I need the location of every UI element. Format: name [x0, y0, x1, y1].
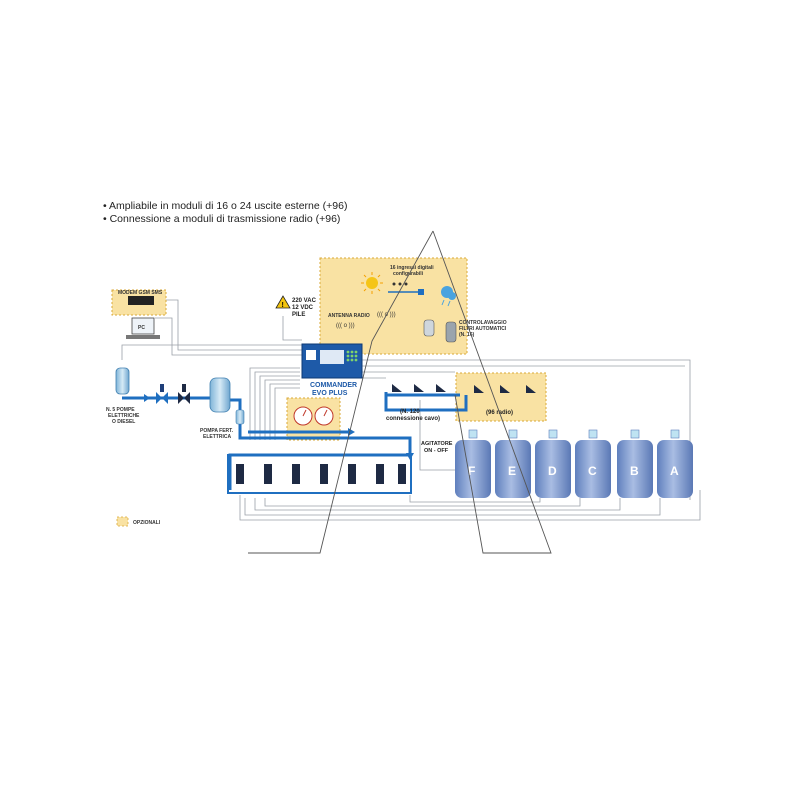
optional-modem-panel — [111, 289, 167, 316]
legend-label: OPZIONALI — [133, 520, 161, 526]
tank-b: B — [617, 429, 653, 498]
tank-label: D — [548, 464, 557, 478]
filter-tank-icon — [209, 377, 231, 413]
warning-icon: ! — [275, 295, 291, 309]
tank-e: E — [495, 429, 531, 498]
sun-icon — [361, 272, 383, 294]
fert-pump-label-2: ELETTRICA — [203, 434, 231, 440]
tank-label: C — [588, 464, 597, 478]
optional-radio-module-panel — [455, 372, 547, 422]
controller-label-2: EVO PLUS — [312, 390, 348, 397]
tank-label: A — [670, 464, 679, 478]
controller-label-1: COMMANDER — [310, 382, 357, 389]
pc-icon — [126, 317, 160, 339]
tank-c: C — [575, 429, 611, 498]
tank-a: A — [657, 429, 693, 498]
fert-pump-icon — [235, 409, 245, 425]
filter-label-2: FILTRI AUTOMATICI — [459, 326, 507, 332]
feature-list: • Ampliabile in moduli di 16 o 24 uscite… — [103, 200, 347, 226]
blue-arrows — [144, 394, 414, 460]
optional-radio-inputs-panel — [319, 257, 468, 355]
tank-d: D — [535, 429, 571, 498]
callout-lines — [248, 230, 552, 554]
valve-icon — [156, 384, 168, 404]
valve-icon — [178, 384, 190, 404]
modem-label: MODEM GSM SMS — [118, 290, 163, 296]
svg-text:!: ! — [282, 302, 284, 309]
agitator-label-1: AGITATORE — [421, 441, 453, 447]
pumps-label-2: ELETTRICHE — [108, 413, 140, 419]
cable-valve-icons — [392, 384, 446, 392]
power-label-1: 220 VAC — [292, 298, 317, 304]
modem-device — [128, 296, 154, 305]
ph-ec-meter-icon — [293, 406, 334, 426]
pumps-label-3: O DIESEL — [112, 419, 135, 425]
rain-sensor-icon — [441, 286, 456, 307]
fert-pump-label-1: POMPA FERT. — [200, 428, 234, 434]
digital-inputs-label-2: configurabili — [393, 271, 424, 277]
filter-label-3: (N. 16) — [459, 332, 475, 338]
feature-item: • Connessione a moduli di trasmissione r… — [103, 213, 341, 225]
antenna-label: ANTENNA RADIO — [328, 313, 370, 319]
controller-unit — [301, 343, 363, 379]
radio-valve-icons — [474, 385, 536, 393]
water-pump-icon — [115, 367, 130, 395]
pc-label: PC — [138, 325, 145, 331]
filter-icon — [423, 319, 457, 343]
pumps-label-1: N. 5 POMPE — [106, 407, 135, 413]
legend-swatch — [116, 516, 129, 527]
agitator-label-2: ON - OFF — [424, 448, 449, 454]
dosing-manifold — [227, 454, 412, 494]
power-label-2: 12 VDC — [292, 305, 314, 311]
feature-item: • Ampliabile in moduli di 16 o 24 uscite… — [103, 200, 348, 212]
tank-label: B — [630, 464, 639, 478]
cable-label-1: (N. 120 — [400, 409, 420, 415]
power-label-3: PILE — [292, 312, 305, 318]
filter-label-1: CONTROLAVAGGIO — [459, 320, 507, 326]
digital-inputs-icon — [388, 282, 424, 295]
svg-text:((( o ))): ((( o ))) — [336, 323, 355, 329]
cable-label-2: connessione cavo) — [386, 416, 440, 422]
tank-label: E — [508, 464, 516, 478]
tank-label: F — [468, 464, 475, 478]
tank-f: F — [455, 429, 491, 498]
